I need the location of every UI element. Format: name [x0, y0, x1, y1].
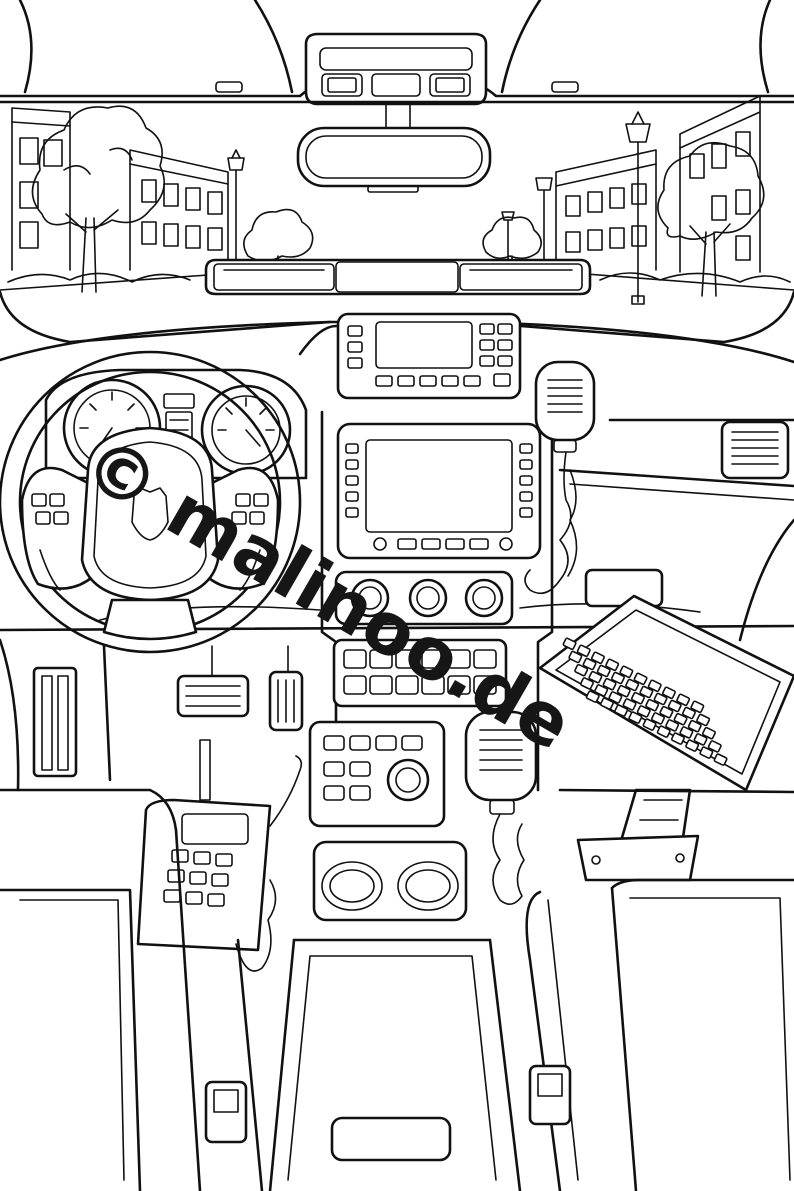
keyboard-key: [579, 677, 594, 690]
siren-controller: [308, 720, 446, 828]
keyboard-key: [574, 663, 589, 677]
keyboard-key: [661, 686, 676, 700]
keyboard-key: [568, 650, 583, 664]
keyboard-key: [619, 665, 634, 679]
keyboard-key: [585, 690, 600, 703]
keyboard-key: [602, 677, 617, 691]
dash-radio-unit: [336, 312, 522, 400]
keyboard-key: [667, 699, 682, 713]
keyboard-key: [639, 685, 654, 699]
radio-microphone-lower: [464, 710, 538, 905]
switch-panel: [332, 638, 508, 708]
keyboard-key: [707, 740, 722, 753]
keyboard-key: [622, 698, 637, 711]
keyboard-mount: [576, 788, 700, 882]
keyboard-key: [656, 725, 671, 738]
pedals: [176, 645, 304, 732]
rearview-mirror: [296, 103, 492, 193]
air-vent: [720, 420, 790, 480]
keyboard-key: [562, 637, 577, 651]
keyboard-key: [616, 684, 631, 698]
keyboard-key: [687, 719, 702, 733]
keyboard-key: [628, 711, 643, 724]
keyboard-key: [699, 746, 714, 759]
keyboard-key: [693, 733, 708, 746]
keyboard-key: [696, 713, 711, 727]
keyboard-key: [645, 698, 660, 712]
glovebox-latch: [584, 568, 664, 608]
climate-controls: [334, 570, 514, 626]
keyboard-key: [647, 679, 662, 693]
driver-seat: [0, 788, 264, 1191]
keyboard-key: [630, 691, 645, 705]
windshield-scene: [0, 95, 794, 344]
keyboard-key: [625, 678, 640, 692]
keyboard-key: [665, 719, 680, 732]
keyboard-key: [659, 705, 674, 719]
passenger-seat: [525, 788, 794, 1191]
overhead-console: [304, 32, 488, 106]
door-handle-panel: [32, 666, 78, 778]
keyboard-key: [681, 706, 696, 720]
radio-microphone-upper: [524, 360, 596, 595]
keyboard-key: [582, 657, 597, 671]
keyboard-key: [590, 651, 605, 665]
keyboard-key: [576, 644, 591, 658]
keyboard-key: [653, 692, 668, 706]
keyboard-key: [610, 671, 625, 685]
keyboard-key: [670, 732, 685, 745]
keyboard-key: [673, 712, 688, 726]
dashboard: [0, 320, 794, 792]
keyboard-key: [588, 670, 603, 684]
keyboard-key: [642, 718, 657, 731]
keyboard-key: [608, 691, 623, 704]
navigation-screen: [336, 422, 542, 560]
center-armrest: [268, 938, 522, 1191]
keyboard-key: [676, 693, 691, 707]
cup-holders: [312, 840, 468, 922]
keyboard-key: [594, 684, 609, 697]
keyboard-key: [679, 726, 694, 739]
keyboard-key: [685, 739, 700, 752]
keyboard-key: [599, 697, 614, 710]
keyboard-keys: [562, 637, 728, 766]
keyboard-key: [633, 672, 648, 686]
keyboard-key: [605, 658, 620, 672]
keyboard-key: [596, 664, 611, 678]
keyboard-key: [636, 705, 651, 718]
keyboard-key: [713, 753, 728, 766]
keyboard-key: [701, 726, 716, 740]
keyboard-key: [690, 700, 705, 714]
keyboard-key: [650, 712, 665, 725]
light-bar: [204, 258, 592, 296]
mobile-keyboard: [538, 594, 794, 792]
center-stack: [268, 312, 554, 1191]
handheld-radio: [136, 739, 303, 972]
keyboard-key: [614, 704, 629, 717]
steering-wheel: [0, 350, 302, 654]
